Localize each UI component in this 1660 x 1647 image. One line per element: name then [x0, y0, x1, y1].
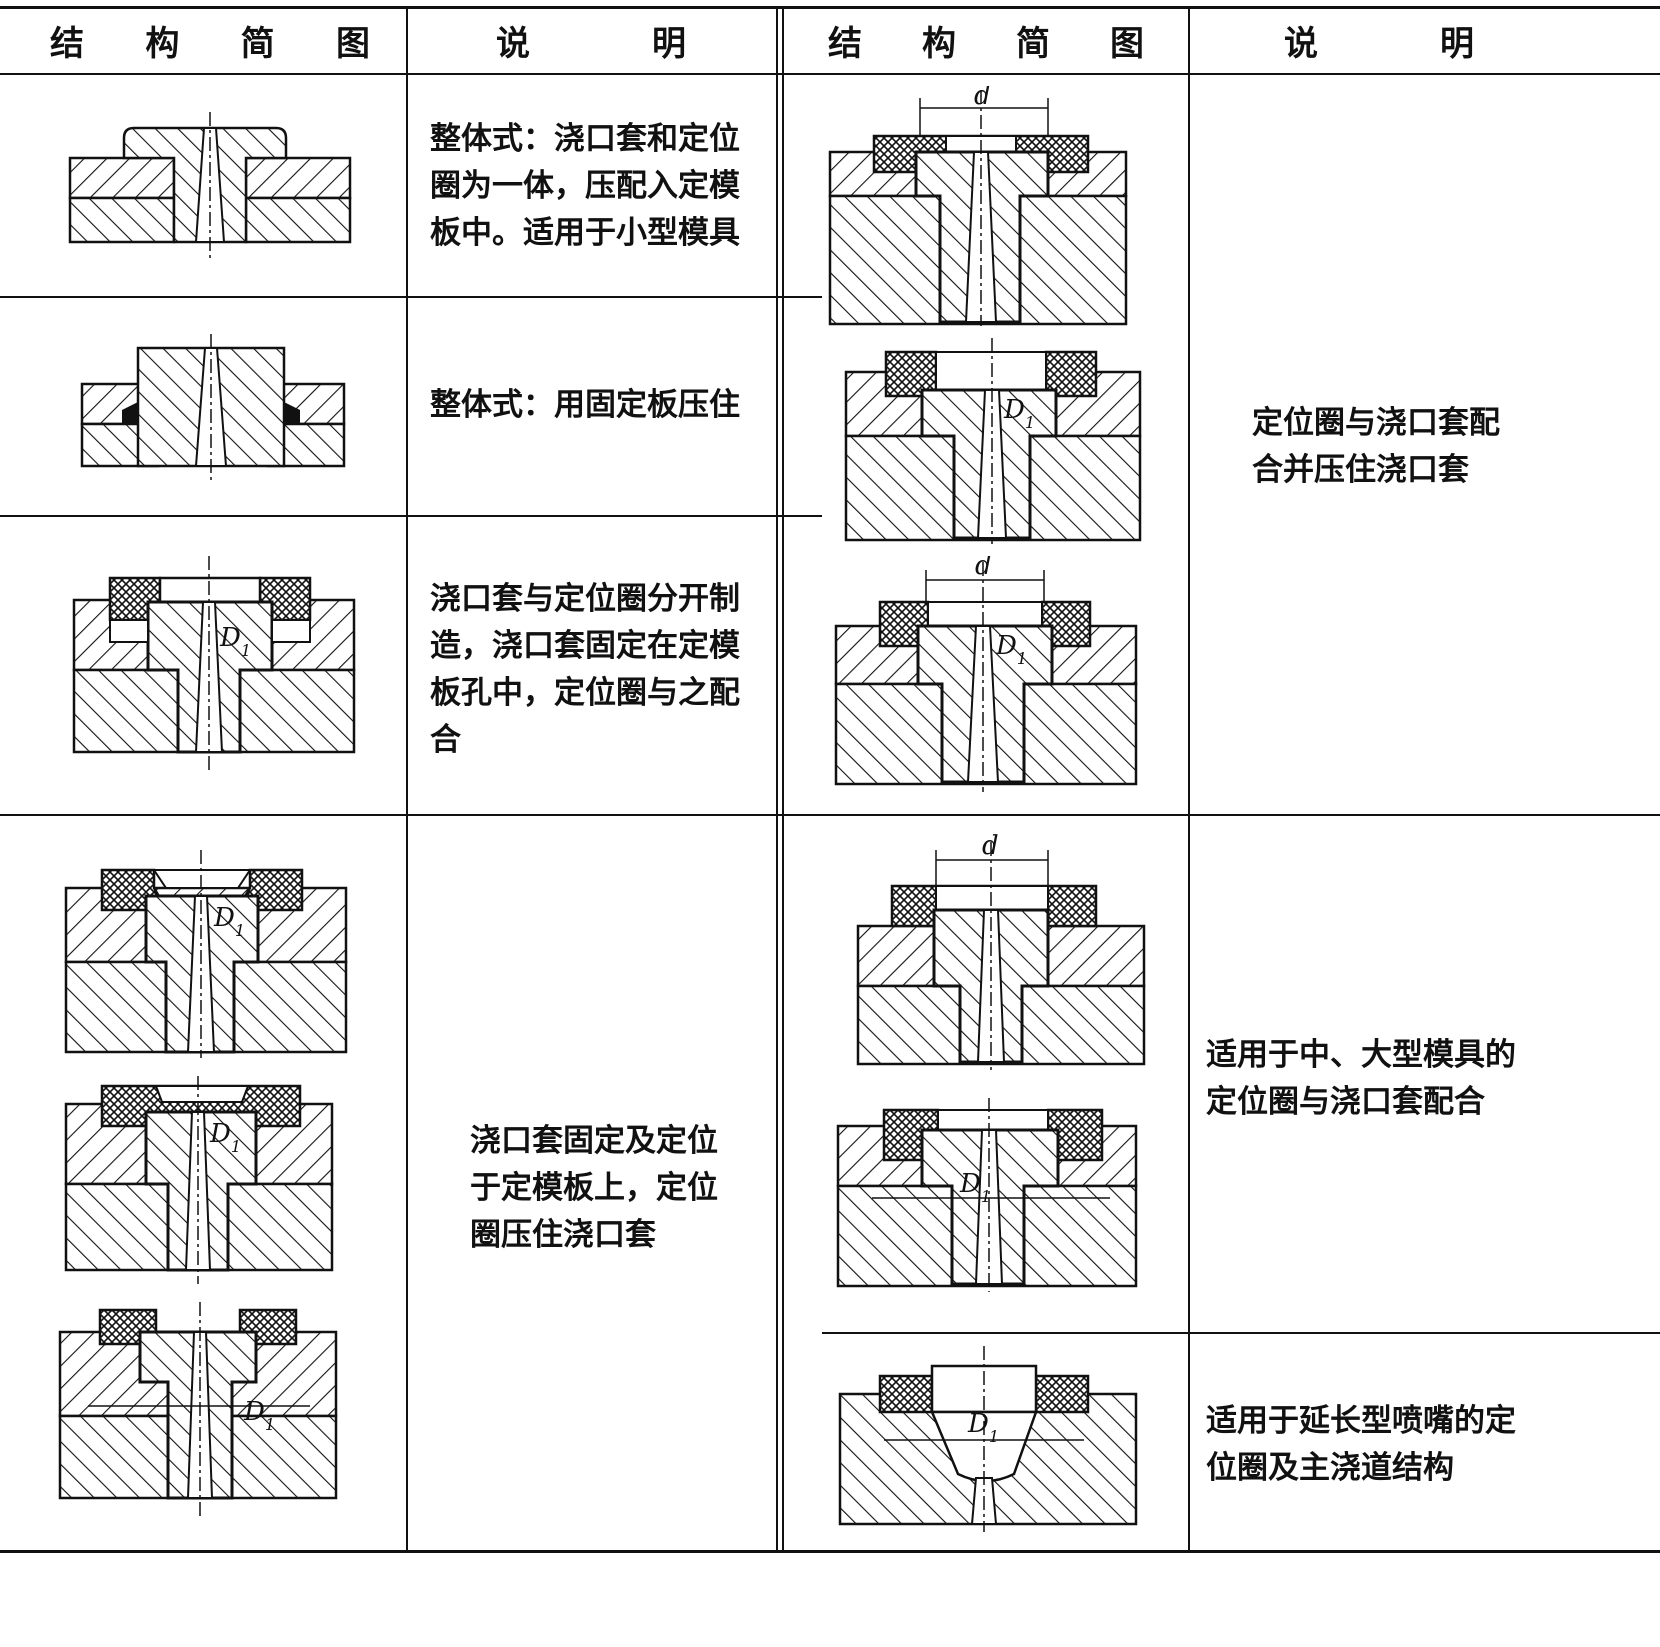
figure-extended-nozzle: D1	[836, 1346, 1146, 1536]
left-row2-desc: 整体式：用固定板压住	[430, 387, 740, 423]
figure-ring-press-c: d D1	[830, 556, 1150, 796]
left-col-divider	[406, 8, 408, 1552]
right-col-divider	[1188, 8, 1190, 1552]
figure-integral-fixing-plate	[78, 332, 348, 492]
middle-divider	[0, 814, 1660, 816]
header-bottom-rule	[0, 73, 1660, 75]
header-char: 说	[496, 23, 530, 64]
figure-integral-press-fit	[66, 108, 356, 268]
left-row2-divider	[0, 515, 822, 517]
header-char: 构	[145, 23, 180, 64]
center-double-rule-a	[776, 8, 778, 1552]
table-top-rule	[0, 6, 1660, 9]
header-char: 明	[1440, 23, 1474, 64]
figure-large-mold-b: D1	[834, 1094, 1144, 1294]
header-char: 结	[50, 23, 84, 64]
left-row1-desc: 整体式：浇口套和定位 圈为一体，压配入定模 板中。适用于小型模具	[430, 121, 740, 251]
right-row3-desc: 适用于延长型喷嘴的定 位圈及主浇道结构	[1206, 1403, 1516, 1486]
figure-fixed-on-plate-b: D1	[62, 1076, 352, 1286]
figure-large-mold-a: d	[852, 832, 1152, 1072]
header-char: 简	[1016, 23, 1050, 64]
figure-ring-press-a: d	[824, 86, 1144, 326]
header-right-desc: 说 明	[1284, 8, 1474, 72]
figure-separate-manufacture: D1	[70, 552, 360, 782]
header-char: 图	[335, 23, 370, 64]
left-row4-desc: 浇口套固定及定位 于定模板上，定位 圈压住浇口套	[470, 1123, 718, 1253]
figure-fixed-on-plate-a: D1	[62, 848, 352, 1058]
header-char: 简	[240, 23, 275, 64]
header-left-desc: 说 明	[496, 8, 686, 72]
dim-d-label: d	[974, 86, 991, 111]
figure-ring-press-b: D1	[842, 338, 1152, 548]
header-right-figure: 结 构 简 图	[828, 8, 1144, 72]
header-char: 构	[922, 23, 956, 64]
header-char: 说	[1284, 23, 1318, 64]
right-row1-desc: 定位圈与浇口套配 合并压住浇口套	[1252, 405, 1500, 488]
left-row3-desc: 浇口套与定位圈分开制 造，浇口套固定在定模 板孔中，定位圈与之配 合	[430, 581, 740, 758]
right-row2-desc: 适用于中、大型模具的 定位圈与浇口套配合	[1206, 1037, 1516, 1120]
right-row3-divider	[822, 1332, 1660, 1334]
header-char: 明	[652, 23, 686, 64]
left-row1-divider	[0, 296, 822, 298]
header-char: 结	[828, 23, 862, 64]
center-double-rule-b	[782, 8, 784, 1552]
table-bottom-rule	[0, 1550, 1660, 1553]
figure-fixed-on-plate-c: D1	[56, 1302, 346, 1522]
header-char: 图	[1110, 23, 1144, 64]
header-left-figure: 结 构 简 图	[50, 8, 370, 72]
